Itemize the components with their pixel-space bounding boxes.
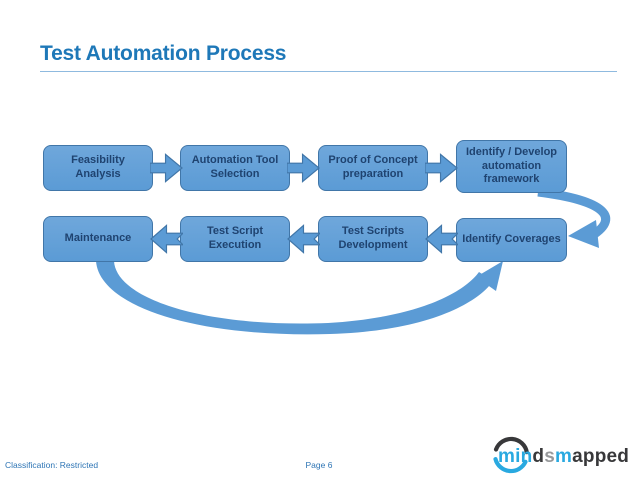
flow-box-test-scripts-development: Test Scripts Development [318,216,428,262]
flow-box-label: Maintenance [64,232,132,245]
logo-letter: d [617,446,629,467]
flow-box-maintenance: Maintenance [43,216,153,262]
flow-box-proof-of-concept: Proof of Concept preparation [318,145,428,191]
flow-box-label: Proof of Concept preparation [328,154,418,180]
mindsmapped-logo: mindsmapped [493,436,629,474]
flow-arrow-left-icon [425,224,458,254]
logo-letter: i [515,446,520,467]
flow-box-identify-develop-framework: Identify / Develop automation framework [456,140,567,193]
flow-box-label: Automation Tool Selection [191,154,279,180]
footer-page-number: Page 6 [305,460,333,470]
right-loop-connector [537,187,611,242]
flow-box-label: Identify Coverages [462,233,561,246]
flow-arrow-left-icon [150,224,183,254]
logo-circle-blue-arc-icon [493,457,528,474]
flow-box-label: Feasibility Analysis [71,154,125,180]
logo-letter: e [607,446,618,467]
flow-box-identify-coverages: Identify Coverages [456,218,567,262]
logo-letter: m [498,446,515,467]
flow-box-label: Test Script Execution [206,225,264,251]
logo-letter: p [595,446,607,467]
flow-box-automation-tool-selection: Automation Tool Selection [180,145,290,191]
title-underline [40,71,617,72]
logo-circle-dark-arc-icon [493,436,529,455]
footer-classification: Classification: Restricted [5,460,99,470]
logo-letter: d [532,446,544,467]
right-loop-arrowhead-icon [568,220,599,248]
logo-letter: n [521,446,533,467]
logo-wordmark: mindsmapped [498,446,629,467]
logo-letter: m [555,446,572,467]
bottom-sweep-connector [96,261,493,335]
flow-arrow-left-icon [287,224,320,254]
flow-box-label: Test Scripts Development [338,225,408,251]
flow-box-label: Identify / Develop automation framework [465,145,558,186]
slide-title: Test Automation Process [40,42,287,65]
flow-box-feasibility-analysis: Feasibility Analysis [43,145,153,191]
flow-arrow-right-icon [287,153,320,183]
logo-letter: s [544,446,555,467]
logo-letter: p [583,446,595,467]
bottom-sweep-arrowhead-icon [476,261,503,291]
flow-arrow-right-icon [425,153,458,183]
flow-box-test-script-execution: Test Script Execution [180,216,290,262]
logo-letter: a [572,446,583,467]
flow-arrow-right-icon [150,153,183,183]
